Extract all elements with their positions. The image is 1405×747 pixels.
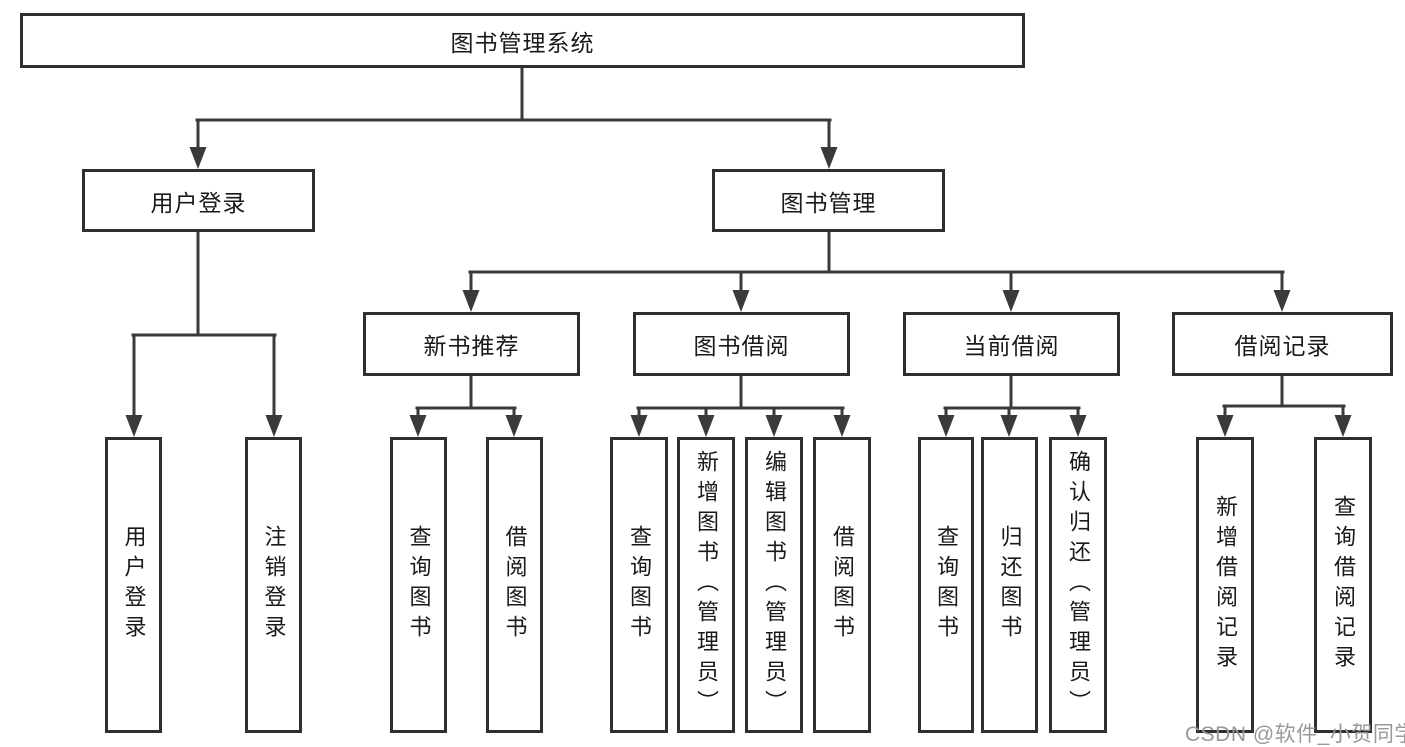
- connector-newbook-to-leaves: [409, 374, 523, 437]
- leaf-return-book: 归还图书: [981, 437, 1038, 733]
- node-borrow-records: 借阅记录: [1172, 312, 1393, 376]
- leaf-query-books-3: 查询图书: [918, 437, 974, 733]
- node-new-book-recommend: 新书推荐: [363, 312, 580, 376]
- node-book-management: 图书管理: [712, 169, 945, 232]
- node-root: 图书管理系统: [20, 13, 1025, 68]
- node-current-borrow: 当前借阅: [903, 312, 1120, 376]
- leaf-edit-book-admin: 编辑图书（管理员）: [745, 437, 803, 733]
- leaf-borrow-books-1: 借阅图书: [486, 437, 543, 733]
- connector-bookmgmt-to-level3: [462, 230, 1291, 312]
- leaf-query-books-2: 查询图书: [610, 437, 668, 733]
- csdn-watermark: CSDN @软件_小贺同学: [1185, 723, 1405, 746]
- leaf-user-login: 用户登录: [105, 437, 162, 733]
- connector-borrowrecords-to-leaves: [1216, 374, 1352, 437]
- leaf-add-book-admin: 新增图书（管理员）: [677, 437, 735, 733]
- node-user-login: 用户登录: [82, 169, 315, 232]
- connector-root-to-level2: [189, 66, 838, 169]
- leaf-query-books-1: 查询图书: [390, 437, 447, 733]
- leaf-add-borrow-record: 新增借阅记录: [1196, 437, 1254, 733]
- leaf-confirm-return-admin: 确认归还（管理员）: [1049, 437, 1107, 733]
- connector-bookborrow-to-leaves: [630, 374, 851, 437]
- leaf-borrow-books-2: 借阅图书: [813, 437, 871, 733]
- leaf-query-borrow-record: 查询借阅记录: [1314, 437, 1372, 733]
- connector-currentborrow-to-leaves: [937, 374, 1087, 437]
- leaf-logout: 注销登录: [245, 437, 302, 733]
- node-book-borrow: 图书借阅: [633, 312, 850, 376]
- connector-userlogin-to-leaves: [125, 230, 283, 437]
